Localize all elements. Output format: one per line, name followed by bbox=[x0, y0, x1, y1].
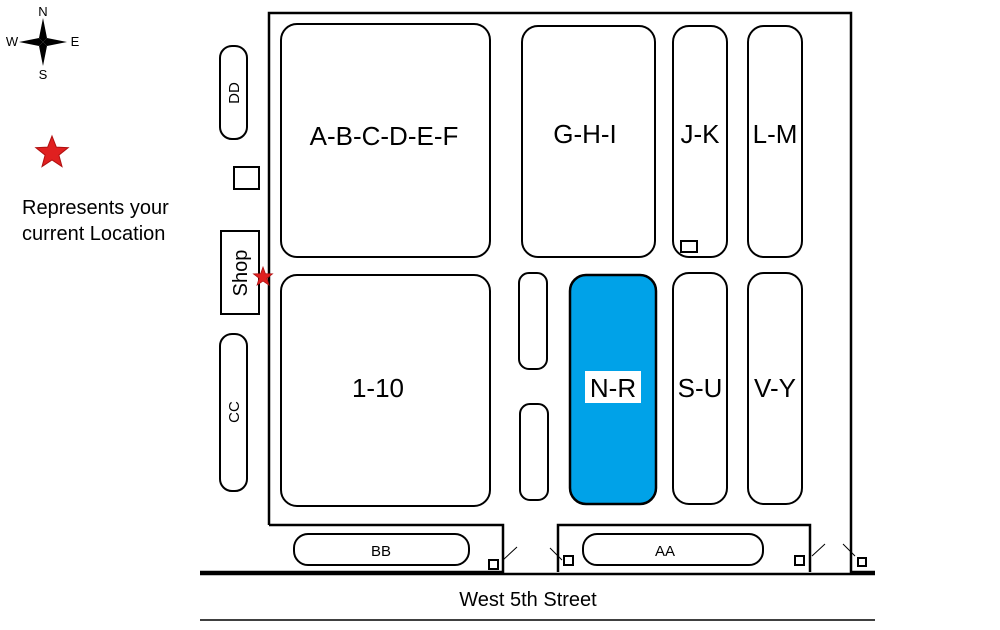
section-a-f-label: A-B-C-D-E-F bbox=[310, 121, 459, 151]
section-l-m-label: L-M bbox=[753, 119, 798, 149]
section-v-y-label: V-Y bbox=[754, 373, 796, 403]
section-n-r-label-bg bbox=[585, 371, 641, 403]
plot-bb-label: BB bbox=[371, 543, 391, 560]
gate-line bbox=[502, 546, 518, 561]
gate-post bbox=[794, 555, 805, 566]
street-label: West 5th Street bbox=[459, 589, 597, 611]
compass-south: S bbox=[39, 67, 48, 82]
compass-rose-icon bbox=[19, 18, 67, 66]
legend-line-1: Represents your bbox=[22, 197, 169, 219]
cemetery-boundary bbox=[267, 11, 875, 574]
section-l-m[interactable] bbox=[747, 25, 803, 258]
gate-line bbox=[811, 543, 826, 557]
section-s-u[interactable] bbox=[672, 272, 728, 505]
section-s-u-label: S-U bbox=[678, 373, 723, 403]
small-plot-lower[interactable] bbox=[519, 403, 549, 501]
legend-line-2: current Location bbox=[22, 223, 166, 245]
bb-enclosure bbox=[200, 523, 505, 574]
section-1-10-label: 1-10 bbox=[352, 373, 404, 403]
gate-post bbox=[563, 555, 574, 566]
current-location-star-icon bbox=[252, 265, 274, 287]
marker-box bbox=[680, 240, 698, 253]
section-v-y[interactable] bbox=[747, 272, 803, 505]
small-plot-upper[interactable] bbox=[518, 272, 548, 370]
compass-west: W bbox=[6, 34, 19, 49]
aa-enclosure bbox=[556, 523, 812, 572]
legend-text: Represents your current Location bbox=[22, 195, 169, 247]
small-building bbox=[233, 166, 260, 190]
section-1-10[interactable] bbox=[280, 274, 491, 507]
plot-cc-label: CC bbox=[226, 401, 243, 423]
section-j-k-label: J-K bbox=[681, 119, 721, 149]
plot-aa[interactable] bbox=[582, 533, 764, 566]
plot-aa-label: AA bbox=[655, 543, 675, 560]
shop-label: Shop bbox=[230, 250, 252, 297]
section-g-i[interactable] bbox=[521, 25, 656, 258]
plot-dd[interactable] bbox=[219, 45, 248, 140]
legend-star-icon bbox=[34, 134, 70, 168]
section-g-i-label: G-H-I bbox=[553, 119, 617, 149]
gate-post bbox=[857, 557, 867, 567]
plot-cc[interactable] bbox=[219, 333, 248, 492]
compass-north: N bbox=[38, 4, 47, 19]
plot-bb[interactable] bbox=[293, 533, 470, 566]
section-n-r-label: N-R bbox=[590, 373, 636, 403]
shop-building[interactable] bbox=[220, 230, 260, 315]
gate-line bbox=[549, 547, 563, 561]
section-a-f[interactable] bbox=[280, 23, 491, 258]
gate-line bbox=[842, 543, 856, 557]
compass-east: E bbox=[71, 34, 80, 49]
plot-dd-label: DD bbox=[226, 82, 243, 104]
section-j-k[interactable] bbox=[672, 25, 728, 258]
gate-post bbox=[488, 559, 499, 570]
